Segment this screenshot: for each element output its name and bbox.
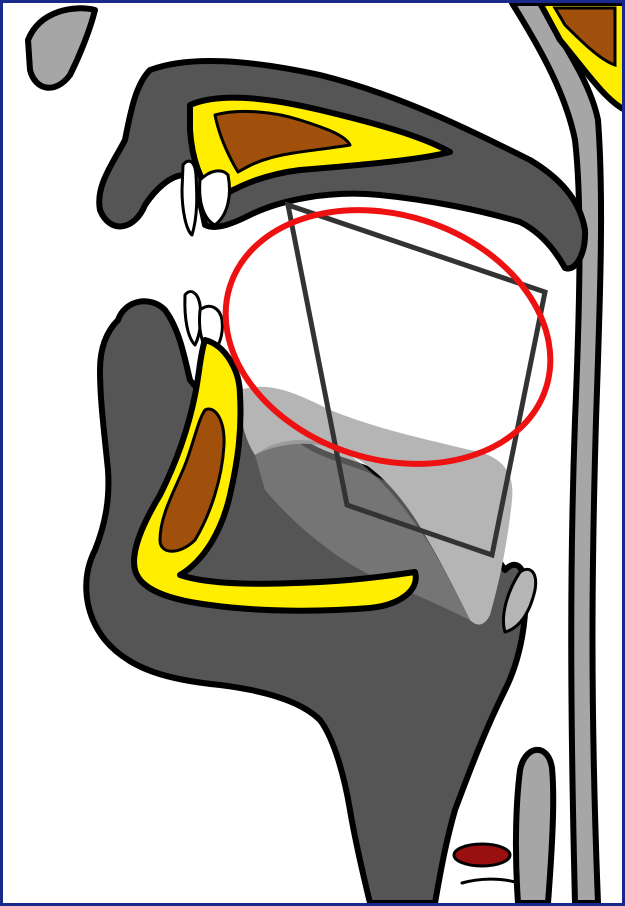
nose bbox=[28, 8, 95, 87]
vocal-tract-diagram bbox=[3, 3, 622, 903]
